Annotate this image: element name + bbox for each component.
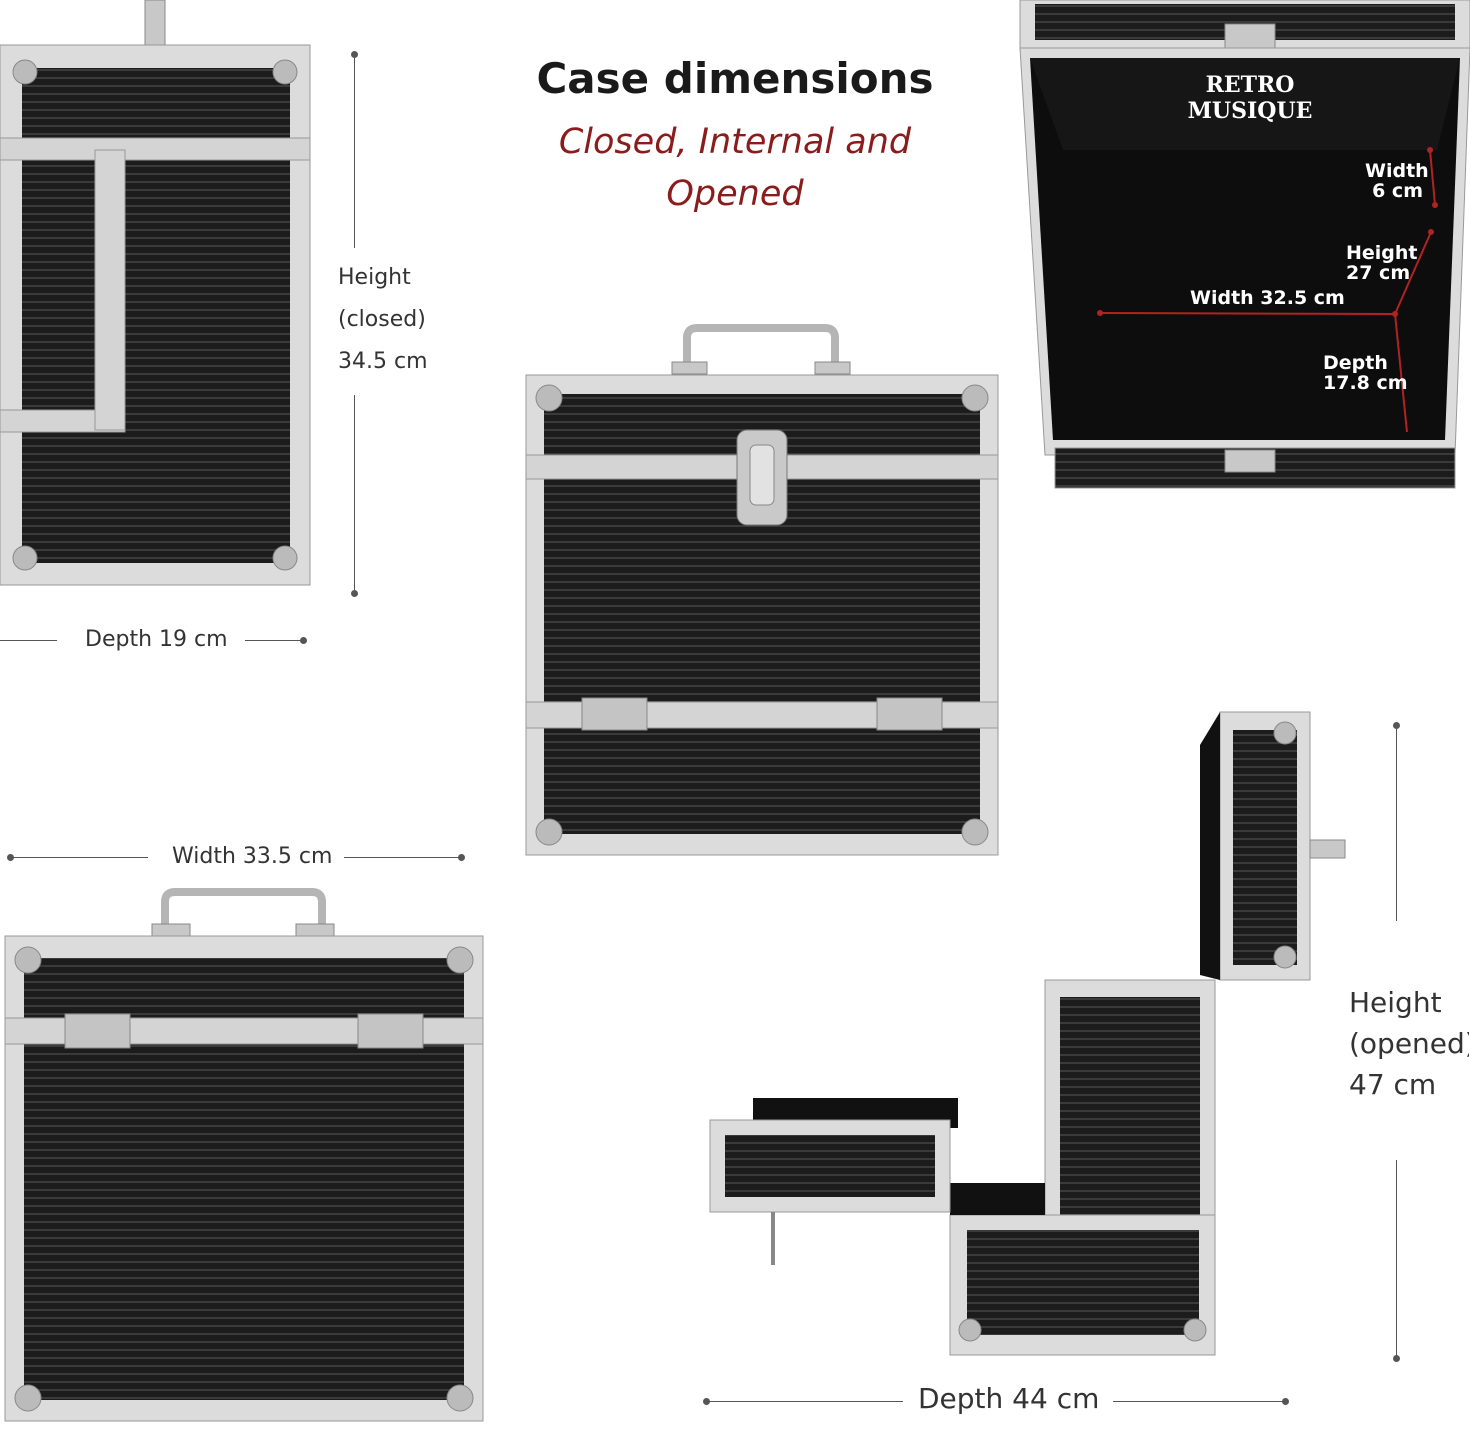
- height-closed-label: Height (closed) 34.5 cm: [338, 257, 428, 383]
- depth-opened-line-right: [1113, 1401, 1285, 1402]
- height-closed-title: Height: [338, 265, 411, 290]
- depth-closed-line-right: [245, 640, 303, 641]
- height-opened-dot-top: [1393, 722, 1400, 729]
- depth-opened-line-left: [707, 1401, 903, 1402]
- width-closed-label: Width 33.5 cm: [172, 844, 333, 869]
- depth-closed-line-left: [0, 640, 57, 641]
- brand-logo: RETRO MUSIQUE: [1187, 72, 1313, 124]
- width-line-left: [10, 857, 148, 858]
- interior-depth-title: Depth: [1323, 352, 1388, 374]
- case-front-view: [525, 324, 999, 856]
- interior-height-title: Height: [1346, 242, 1418, 264]
- depth-opened-label: Depth 44 cm: [918, 1382, 1100, 1415]
- page-title: Case dimensions: [536, 54, 934, 103]
- height-closed-line-top: [354, 55, 355, 248]
- height-closed-line-bottom: [354, 395, 355, 593]
- height-opened-note: (opened): [1349, 1027, 1469, 1060]
- width-line-right: [344, 857, 461, 858]
- depth-closed-dot-right: [300, 637, 307, 644]
- height-closed-value: 34.5 cm: [338, 349, 428, 374]
- interior-depth: Depth 17.8 cm: [1323, 353, 1408, 393]
- case-interior-view: [1019, 0, 1470, 489]
- case-front-view-bottom: [4, 888, 484, 1422]
- height-opened-title: Height: [1349, 986, 1442, 1019]
- interior-depth-value: 17.8 cm: [1323, 372, 1408, 394]
- interior-height-value: 27 cm: [1346, 262, 1411, 284]
- height-opened-line-bottom: [1396, 1160, 1397, 1357]
- page-subtitle: Closed, Internal and Opened: [520, 116, 950, 220]
- case-opened-view: [709, 711, 1346, 1356]
- width-dot-right: [458, 854, 465, 861]
- height-opened-line-top: [1396, 726, 1397, 921]
- case-side-view: [0, 0, 311, 586]
- height-opened-label: Height (opened) 47 cm: [1349, 982, 1469, 1105]
- height-opened-value: 47 cm: [1349, 1068, 1437, 1101]
- interior-lid-width: Width 6 cm: [1365, 160, 1429, 202]
- subtitle-line-2: Opened: [666, 174, 804, 214]
- interior-height: Height 27 cm: [1346, 243, 1418, 283]
- depth-closed-label: Depth 19 cm: [85, 627, 228, 652]
- subtitle-line-1: Closed, Internal and: [558, 122, 912, 162]
- depth-opened-dot-right: [1282, 1398, 1289, 1405]
- height-closed-dot-bottom: [351, 590, 358, 597]
- height-closed-dot-top: [351, 51, 358, 58]
- depth-opened-dot-left: [703, 1398, 710, 1405]
- interior-lid-width-title: Width: [1365, 160, 1429, 182]
- height-closed-note: (closed): [338, 307, 426, 332]
- interior-lid-width-value: 6 cm: [1372, 180, 1423, 202]
- interior-width: Width 32.5 cm: [1190, 287, 1345, 309]
- height-opened-dot-bottom: [1393, 1355, 1400, 1362]
